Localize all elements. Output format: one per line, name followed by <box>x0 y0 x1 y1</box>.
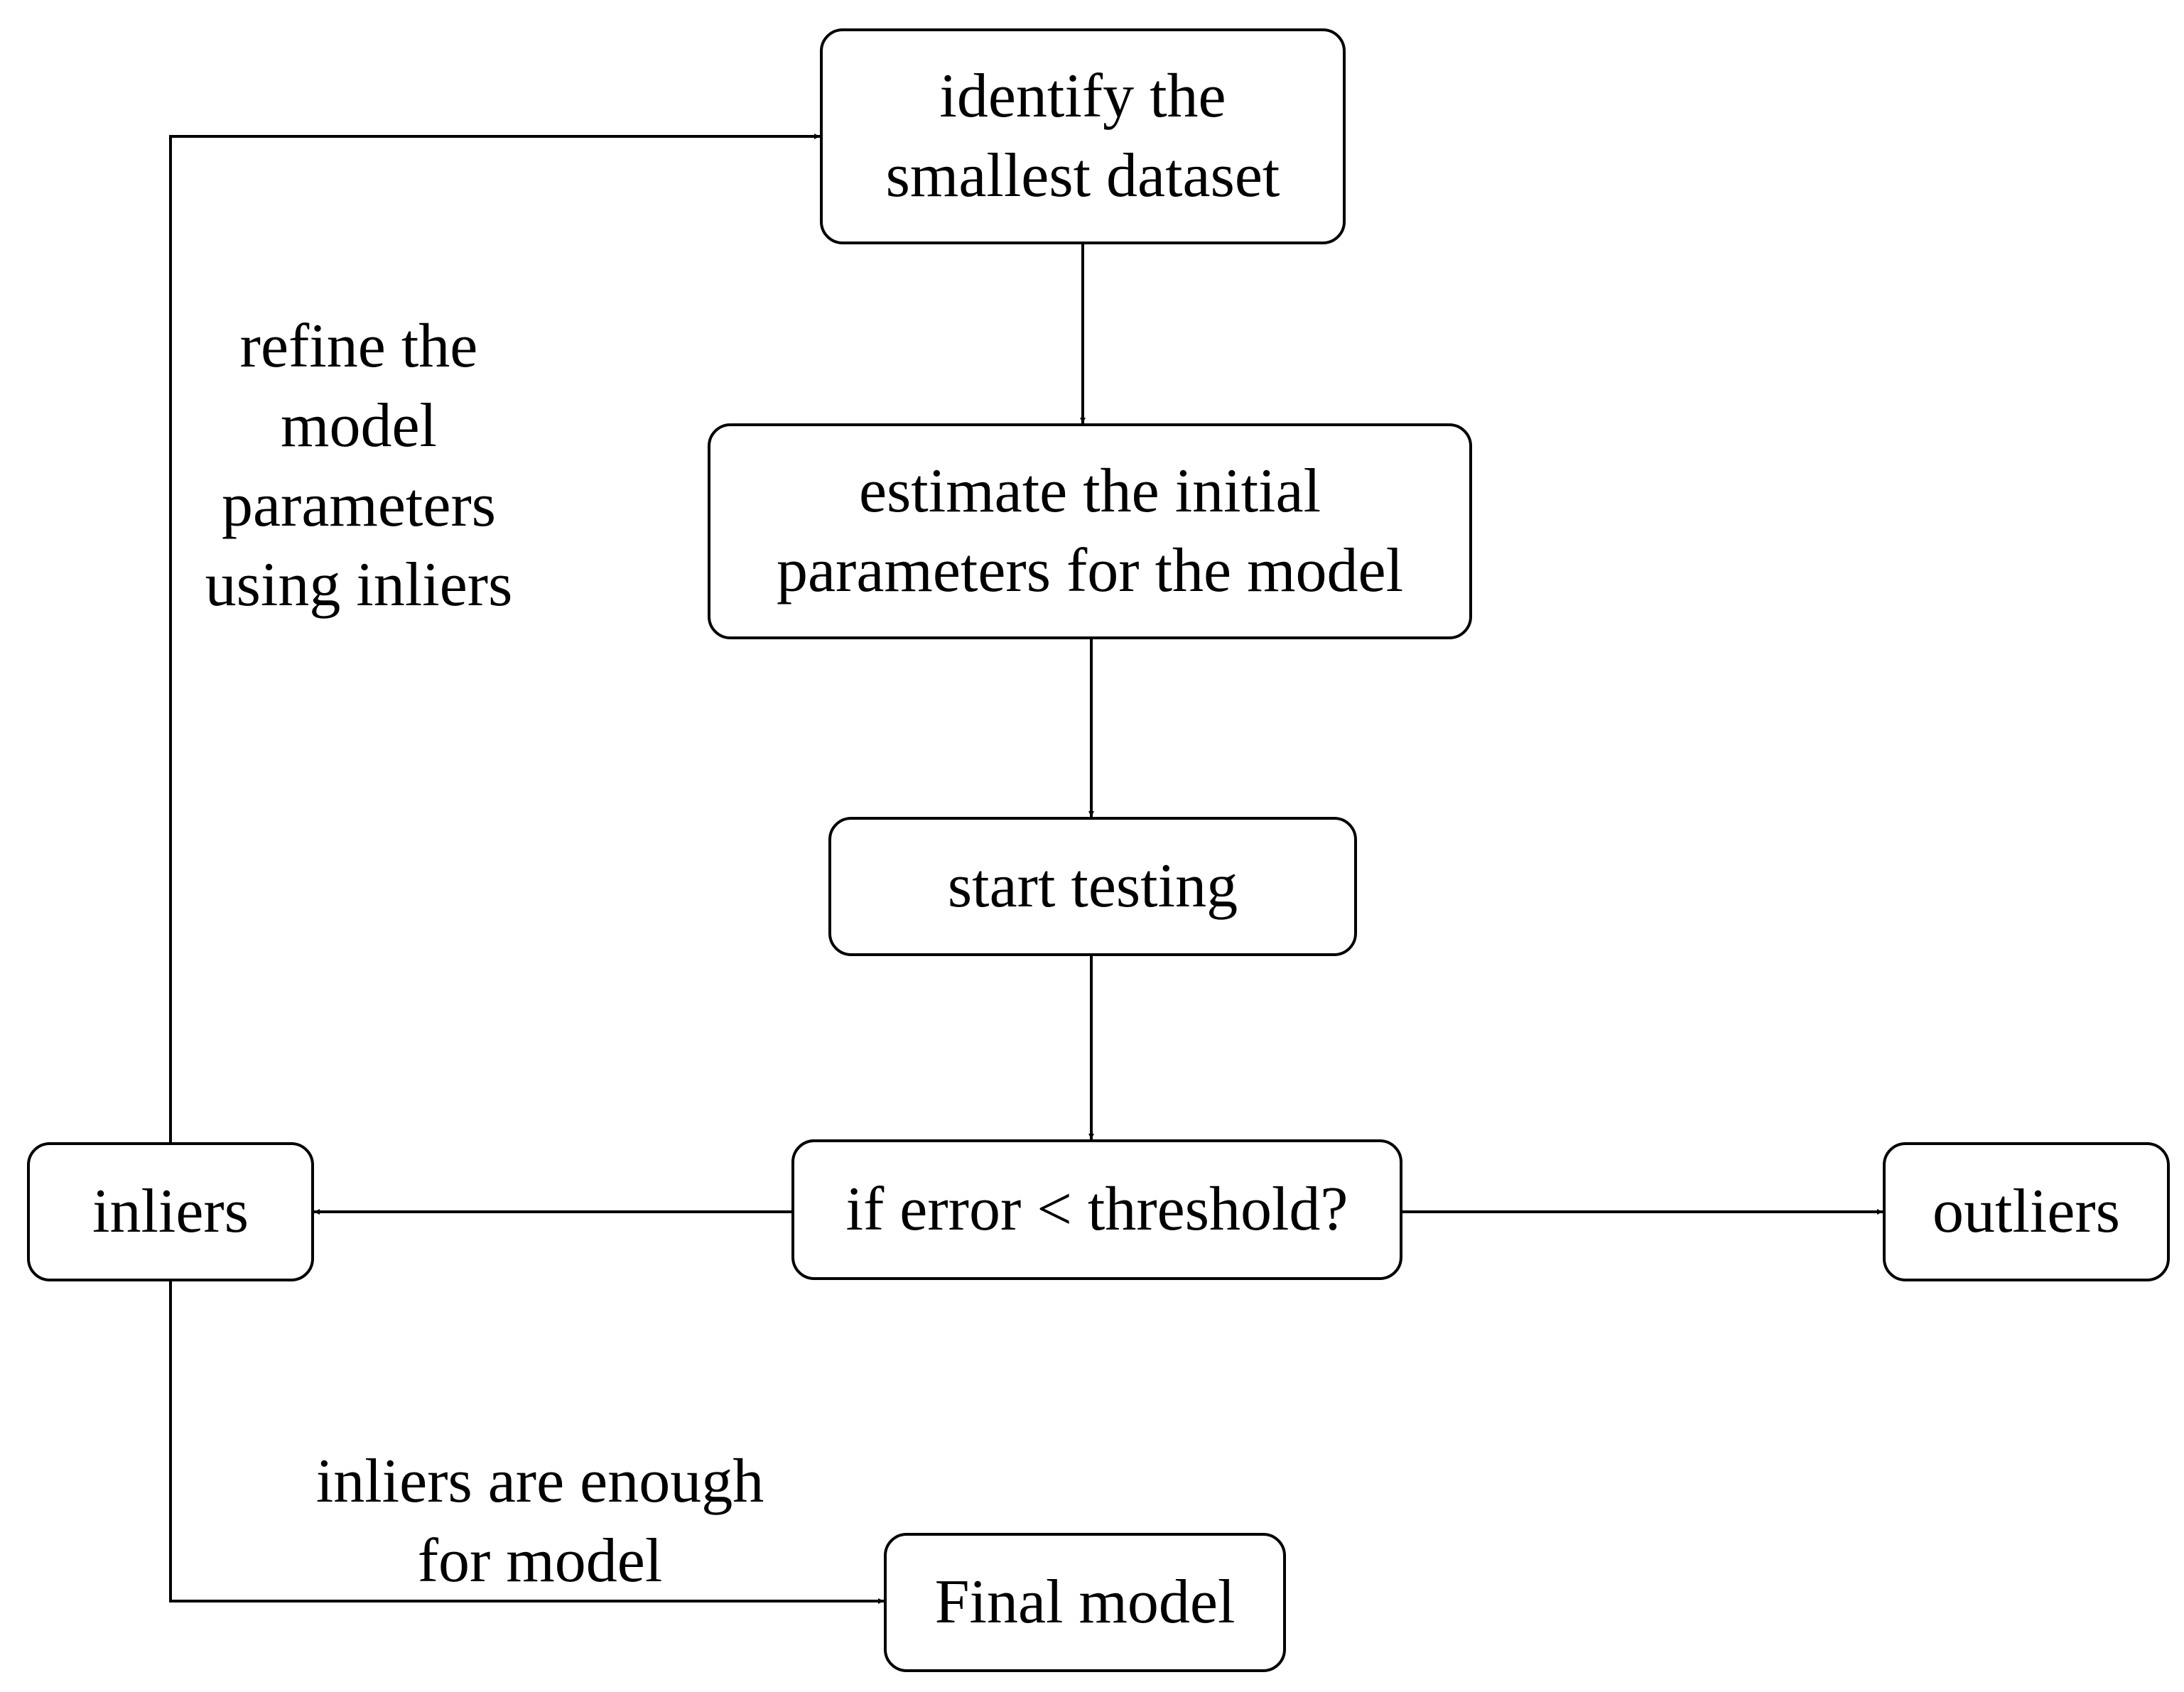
node-start-testing: start testing <box>828 817 1357 956</box>
edge-label-inliers-enough: inliers are enough for model <box>315 1447 764 1595</box>
edge-label-refine-parameters: refine the model parameters using inlier… <box>205 312 513 619</box>
arrow-inliers-to-final-model <box>169 1281 884 1604</box>
node-inliers: inliers <box>27 1142 314 1281</box>
node-outliers: outliers <box>1883 1142 2170 1281</box>
node-estimate-initial-parameters: estimate the initial parameters for the … <box>708 423 1472 639</box>
node-error-threshold-decision: if error < threshold? <box>791 1139 1402 1280</box>
node-final-model: Final model <box>884 1533 1286 1672</box>
node-identify-smallest-dataset: identify the smallest dataset <box>820 28 1346 244</box>
arrow-inliers-to-identify <box>169 134 820 1142</box>
